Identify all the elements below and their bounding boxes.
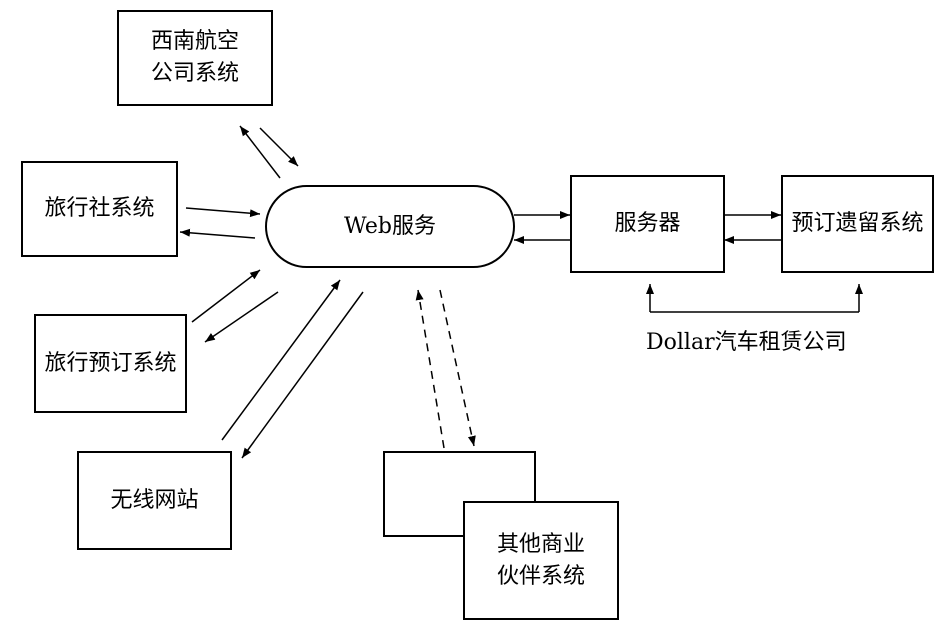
dashed-arrow-partners-to-web	[415, 289, 445, 449]
label-dollar-car-rental: Dollar汽车租赁公司	[646, 330, 847, 355]
node-server: 服务器	[570, 175, 725, 273]
arrow-web-to-travel-booking	[204, 291, 279, 343]
node-web-service: Web服务	[265, 185, 515, 268]
node-reservation-legacy: 预订遗留系统	[781, 175, 934, 273]
arrow-travel-booking-to-web	[191, 269, 261, 323]
arrow-travel-agency-to-web	[185, 207, 261, 218]
arrow-web-to-southwest	[239, 125, 281, 179]
arrow-web-to-wireless	[241, 291, 364, 459]
node-other-partners: 其他商业 伙伴系统	[463, 501, 619, 620]
node-wireless: 无线网站	[77, 451, 232, 550]
node-travel-booking: 旅行预订系统	[34, 314, 187, 413]
arrow-southwest-to-web	[259, 127, 299, 167]
dashed-arrow-web-to-partners	[439, 289, 476, 447]
node-southwest: 西南航空 公司系统	[117, 10, 273, 106]
node-travel-agency: 旅行社系统	[21, 161, 178, 257]
arrow-web-to-travel-agency	[179, 228, 256, 239]
arrow-wireless-to-web	[221, 279, 341, 441]
